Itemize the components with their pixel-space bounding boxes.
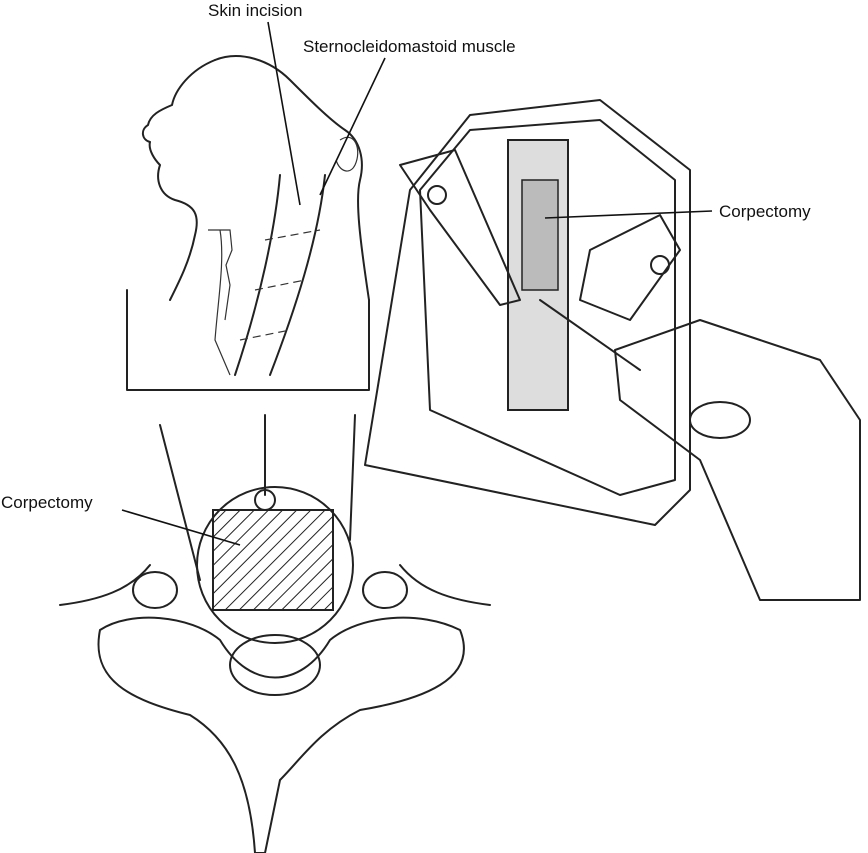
label-corpectomy-top: Corpectomy bbox=[719, 202, 811, 221]
neck-profile-panel bbox=[126, 55, 370, 391]
label-skin-incision: Skin incision bbox=[208, 1, 303, 20]
label-corpectomy-bottom: Corpectomy bbox=[1, 493, 93, 512]
corpectomy-top-leader bbox=[544, 210, 713, 219]
corpectomy-bottom-leader bbox=[121, 509, 241, 546]
axial-vertebra-panel bbox=[59, 414, 491, 853]
sternocleidomastoid-leader bbox=[319, 57, 386, 196]
skin-incision-leader bbox=[267, 21, 301, 206]
surgical-field-panel bbox=[364, 99, 861, 601]
label-sternocleidomastoid-muscle: Sternocleidomastoid muscle bbox=[303, 37, 516, 56]
